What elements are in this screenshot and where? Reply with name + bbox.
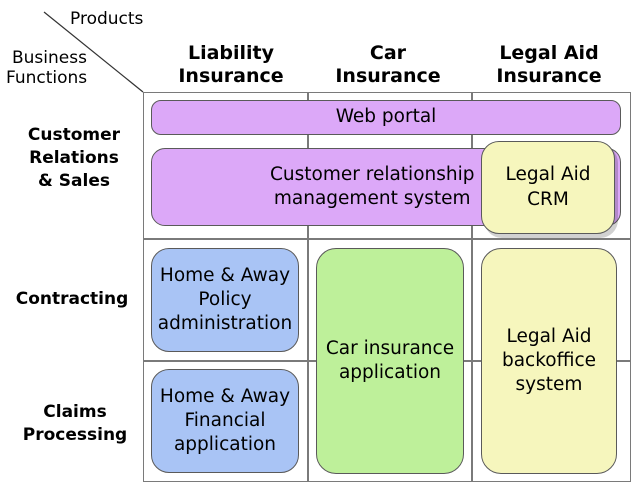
row-header-contracting: Contracting — [4, 288, 140, 311]
legal-aid-crm-line1: Legal Aid — [505, 164, 591, 186]
column-header-car-line1: Car — [369, 42, 407, 64]
row-header-customer-line1: Customer — [27, 125, 121, 145]
row-header-contracting-line1: Contracting — [15, 289, 129, 309]
products-axis-label: Products — [70, 9, 144, 29]
row-header-customer-line2: Relations — [29, 147, 119, 168]
column-header-car: Car Insurance — [323, 42, 453, 88]
car-app-line1: Car insurance — [325, 337, 455, 359]
home-away-financial-line1: Home & Away — [159, 385, 291, 407]
row-header-claims-line2: Processing — [22, 424, 128, 445]
home-away-policy-admin-system: Home & Away Policy administration — [151, 248, 299, 352]
column-header-legal-aid-line1: Legal Aid — [499, 42, 599, 64]
legal-aid-crm-system: Legal Aid CRM — [481, 141, 615, 234]
legal-aid-backoffice-system: Legal Aid backoffice system — [481, 248, 617, 474]
column-header-car-line2: Insurance — [335, 64, 441, 87]
legal-aid-backoffice-line1: Legal Aid — [506, 325, 592, 347]
business-functions-line2: Functions — [6, 68, 88, 89]
home-away-policy-line3: administration — [157, 313, 293, 335]
legal-aid-backoffice-line3: system — [515, 374, 583, 396]
matrix-grid — [143, 92, 631, 482]
grid-hline-1 — [143, 238, 631, 240]
web-portal-label: Web portal — [335, 106, 437, 128]
home-away-financial-application-system: Home & Away Financial application — [151, 369, 299, 473]
column-header-legal-aid-line2: Insurance — [496, 64, 602, 87]
row-header-customer-line3: & Sales — [38, 170, 110, 191]
column-header-liability: Liability Insurance — [166, 42, 296, 88]
legal-aid-backoffice-line2: backoffice — [501, 349, 597, 371]
legal-aid-crm-line2: CRM — [527, 188, 569, 210]
column-header-liability-line2: Insurance — [178, 64, 284, 87]
row-header-claims-line1: Claims — [43, 402, 107, 422]
row-header-customer-relations: Customer Relations & Sales — [8, 124, 140, 193]
web-portal-system: Web portal — [151, 100, 621, 135]
car-app-line2: application — [338, 362, 442, 383]
car-insurance-application-system: Car insurance application — [316, 248, 464, 474]
crm-label-line2: management system — [273, 188, 471, 209]
home-away-financial-line3: application — [173, 434, 277, 456]
home-away-policy-line1: Home & Away — [159, 264, 291, 286]
column-header-liability-line1: Liability — [187, 42, 275, 64]
column-header-legal-aid: Legal Aid Insurance — [484, 42, 614, 88]
business-functions-line1: Business — [12, 48, 87, 68]
grid-vline-2 — [471, 92, 473, 482]
crm-label-line1: Customer relationship — [270, 163, 475, 185]
grid-vline-1 — [307, 92, 309, 482]
business-functions-axis-label: Business Functions — [6, 48, 87, 89]
row-header-claims-processing: Claims Processing — [12, 401, 138, 447]
home-away-policy-line2: Policy — [198, 288, 252, 310]
home-away-financial-line2: Financial — [184, 409, 266, 431]
